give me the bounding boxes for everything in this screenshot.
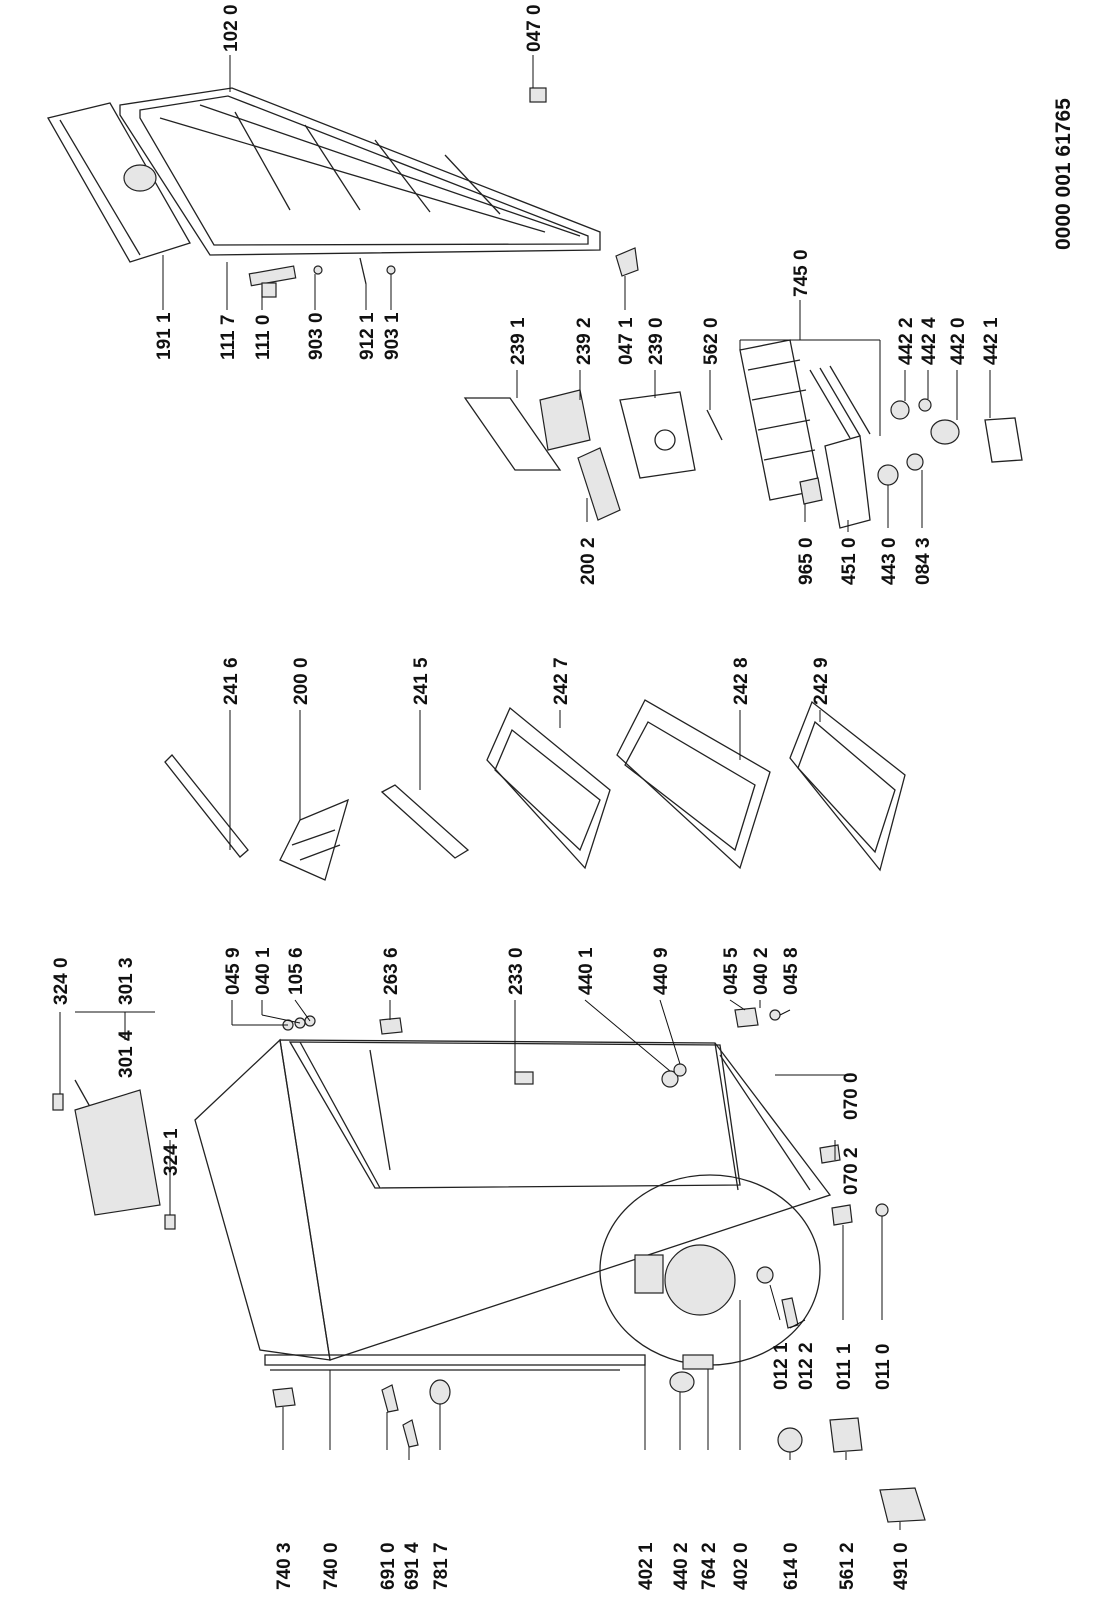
part-label: 443 0 bbox=[879, 537, 900, 585]
part-label: 242 7 bbox=[551, 657, 572, 705]
door-assembly bbox=[47, 87, 601, 298]
part-labels: 102 0 047 0 191 1 111 7 111 0 903 0 912 … bbox=[51, 4, 1002, 1590]
part-label: 040 2 bbox=[751, 947, 772, 995]
part-label: 102 0 bbox=[221, 4, 242, 52]
document-number: 0000 001 61765 bbox=[1052, 98, 1075, 250]
part-label: 402 0 bbox=[731, 1542, 752, 1590]
part-label: 745 0 bbox=[791, 249, 812, 297]
part-label: 442 4 bbox=[919, 317, 940, 365]
part-label: 191 1 bbox=[154, 312, 175, 360]
part-label: 040 1 bbox=[253, 947, 274, 995]
part-label: 442 1 bbox=[981, 317, 1002, 365]
part-label: 440 9 bbox=[651, 947, 672, 995]
evaporator-fan-assembly bbox=[463, 247, 1023, 529]
part-label: 614 0 bbox=[781, 1542, 802, 1590]
cabinet-assembly bbox=[52, 1007, 926, 1523]
shelves-and-baskets bbox=[164, 699, 906, 881]
part-label: 045 8 bbox=[781, 947, 802, 995]
part-label: 242 8 bbox=[731, 657, 752, 705]
part-label: 242 9 bbox=[811, 657, 832, 705]
part-label: 440 1 bbox=[576, 947, 597, 995]
part-label: 442 0 bbox=[948, 317, 969, 365]
part-label: 324 0 bbox=[51, 957, 72, 1005]
part-label: 111 7 bbox=[218, 315, 239, 360]
part-label: 965 0 bbox=[796, 537, 817, 585]
part-label: 239 0 bbox=[646, 317, 667, 365]
part-label: 903 1 bbox=[382, 312, 403, 360]
part-label: 070 2 bbox=[841, 1147, 862, 1195]
leader-lines bbox=[59, 55, 991, 1530]
relay-cover-icon bbox=[879, 1487, 926, 1523]
screw-icon bbox=[313, 265, 323, 275]
part-label: 239 2 bbox=[574, 317, 595, 365]
part-label: 241 6 bbox=[221, 657, 242, 705]
part-label: 233 0 bbox=[506, 947, 527, 995]
part-label: 491 0 bbox=[891, 1542, 912, 1590]
part-label: 239 1 bbox=[508, 317, 529, 365]
part-label: 012 2 bbox=[796, 1342, 817, 1390]
part-label: 440 2 bbox=[671, 1542, 692, 1590]
part-label: 105 6 bbox=[286, 947, 307, 995]
brand-logo-icon bbox=[123, 164, 157, 192]
control-panel-icon bbox=[74, 1089, 161, 1216]
thermostat-icon bbox=[777, 1427, 803, 1453]
part-label: 740 3 bbox=[274, 1542, 295, 1590]
part-label: 451 0 bbox=[839, 537, 860, 585]
part-label: 903 0 bbox=[306, 312, 327, 360]
part-label: 562 0 bbox=[701, 317, 722, 365]
part-label: 301 4 bbox=[116, 1030, 137, 1078]
part-label: 781 7 bbox=[431, 1542, 452, 1590]
part-label: 263 6 bbox=[381, 947, 402, 995]
part-label: 691 0 bbox=[378, 1542, 399, 1590]
part-label: 200 2 bbox=[578, 537, 599, 585]
part-label: 324 1 bbox=[161, 1128, 182, 1176]
part-label: 111 0 bbox=[253, 315, 274, 360]
part-label: 402 1 bbox=[636, 1542, 657, 1590]
part-label: 084 3 bbox=[913, 537, 934, 585]
part-label: 070 0 bbox=[841, 1072, 862, 1120]
part-label: 012 1 bbox=[771, 1342, 792, 1390]
part-label: 301 3 bbox=[116, 957, 137, 1005]
hinge-cap-icon bbox=[529, 87, 547, 103]
compressor-icon bbox=[664, 1244, 736, 1316]
part-label: 912 1 bbox=[357, 312, 378, 360]
door-handle-icon bbox=[248, 265, 297, 287]
hinge-bracket-icon bbox=[615, 247, 639, 277]
part-label: 442 2 bbox=[896, 317, 917, 365]
part-label: 561 2 bbox=[837, 1542, 858, 1590]
part-label: 047 1 bbox=[616, 317, 637, 365]
part-label: 011 0 bbox=[873, 1344, 894, 1391]
part-label: 200 0 bbox=[291, 657, 312, 705]
part-label: 045 9 bbox=[223, 947, 244, 995]
part-label: 691 4 bbox=[402, 1542, 423, 1590]
part-label: 740 0 bbox=[321, 1542, 342, 1590]
part-label: 047 0 bbox=[524, 4, 545, 52]
part-label: 045 5 bbox=[721, 947, 742, 995]
part-label: 764 2 bbox=[699, 1542, 720, 1590]
part-label: 011 1 bbox=[834, 1343, 855, 1390]
part-label: 241 5 bbox=[411, 657, 432, 705]
fan-motor-icon bbox=[877, 464, 899, 486]
